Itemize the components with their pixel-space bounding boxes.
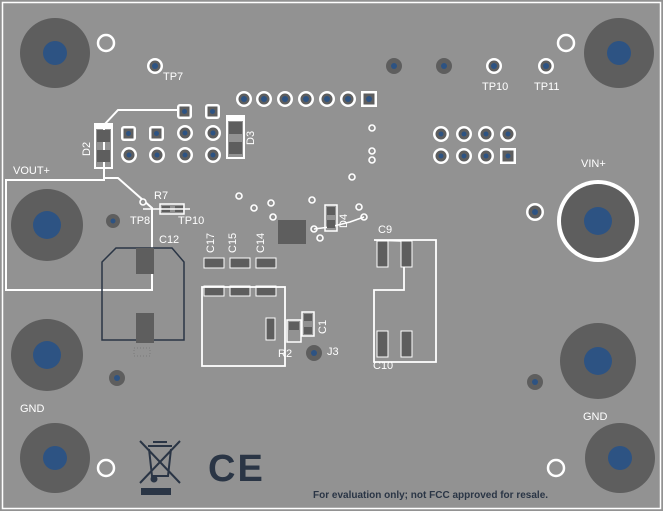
label-r2: R2 xyxy=(278,348,293,360)
test-point-d xyxy=(106,214,120,228)
label-c12: C12 xyxy=(159,234,180,246)
label-c17: C17 xyxy=(205,232,217,253)
label-c10: C10 xyxy=(373,360,394,372)
test-point-tp11 xyxy=(538,58,554,74)
ic-chip xyxy=(278,220,306,244)
label-d4: D4 xyxy=(338,213,350,228)
capacitor-bank-c9-c10 xyxy=(373,239,437,363)
pad-cluster-right xyxy=(433,126,516,164)
test-point-a xyxy=(386,58,402,74)
label-gnd-right: GND xyxy=(583,411,608,423)
capacitor-c12 xyxy=(101,247,185,357)
fiducial-top-right xyxy=(556,33,576,53)
mounting-hole-top-left xyxy=(20,18,90,88)
label-tp7: TP7 xyxy=(163,71,184,83)
label-tp10-mid: TP10 xyxy=(178,215,205,227)
inductor-block xyxy=(201,286,286,367)
fiducial-top-left xyxy=(96,33,116,53)
resistor-r2 xyxy=(286,319,302,343)
mounting-hole-bottom-right xyxy=(585,423,655,493)
test-point-j3 xyxy=(306,345,322,361)
diode-d2 xyxy=(94,123,113,169)
label-vin: VIN+ xyxy=(581,158,606,170)
label-tp8: TP8 xyxy=(130,215,151,227)
label-j3: J3 xyxy=(327,346,339,358)
capacitors-c17-c15-c14 xyxy=(203,257,277,297)
label-d3: D3 xyxy=(245,130,257,145)
label-d2: D2 xyxy=(81,141,93,156)
mounting-hole-top-right xyxy=(584,18,654,88)
test-point-tp10 xyxy=(486,58,502,74)
mounting-hole-bottom-left xyxy=(20,423,90,493)
test-point-e xyxy=(109,370,125,386)
diode-d4 xyxy=(324,204,338,232)
vout-terminal xyxy=(11,189,83,261)
gnd-terminal-right xyxy=(560,323,636,399)
d4-trace xyxy=(313,216,365,230)
test-point-tp7 xyxy=(147,58,163,74)
label-c15: C15 xyxy=(227,232,239,253)
weee-bin-icon xyxy=(139,440,181,495)
footer-note: For evaluation only; not FCC approved fo… xyxy=(313,490,549,501)
via-group xyxy=(139,124,376,242)
test-point-f xyxy=(527,374,543,390)
diode-d3 xyxy=(226,115,245,159)
header-row-top xyxy=(236,91,377,107)
test-point-c xyxy=(526,203,544,221)
label-c1: C1 xyxy=(317,319,329,334)
label-c9: C9 xyxy=(378,224,393,236)
vout-outline xyxy=(5,177,153,291)
fiducial-bottom-left xyxy=(96,458,116,478)
label-c14: C14 xyxy=(255,232,267,253)
pad-cluster-left xyxy=(121,104,221,163)
label-gnd-left: GND xyxy=(20,403,45,415)
label-vout: VOUT+ xyxy=(13,165,50,177)
label-tp11: TP11 xyxy=(534,81,560,93)
gnd-terminal-left xyxy=(11,319,83,391)
label-r7: R7 xyxy=(154,190,169,202)
ce-mark: CE xyxy=(208,448,265,490)
capacitor-c1 xyxy=(301,311,315,337)
vin-terminal xyxy=(557,180,639,262)
test-point-b xyxy=(436,58,452,74)
label-tp10-top: TP10 xyxy=(482,81,509,93)
fiducial-bottom-right xyxy=(546,458,566,478)
